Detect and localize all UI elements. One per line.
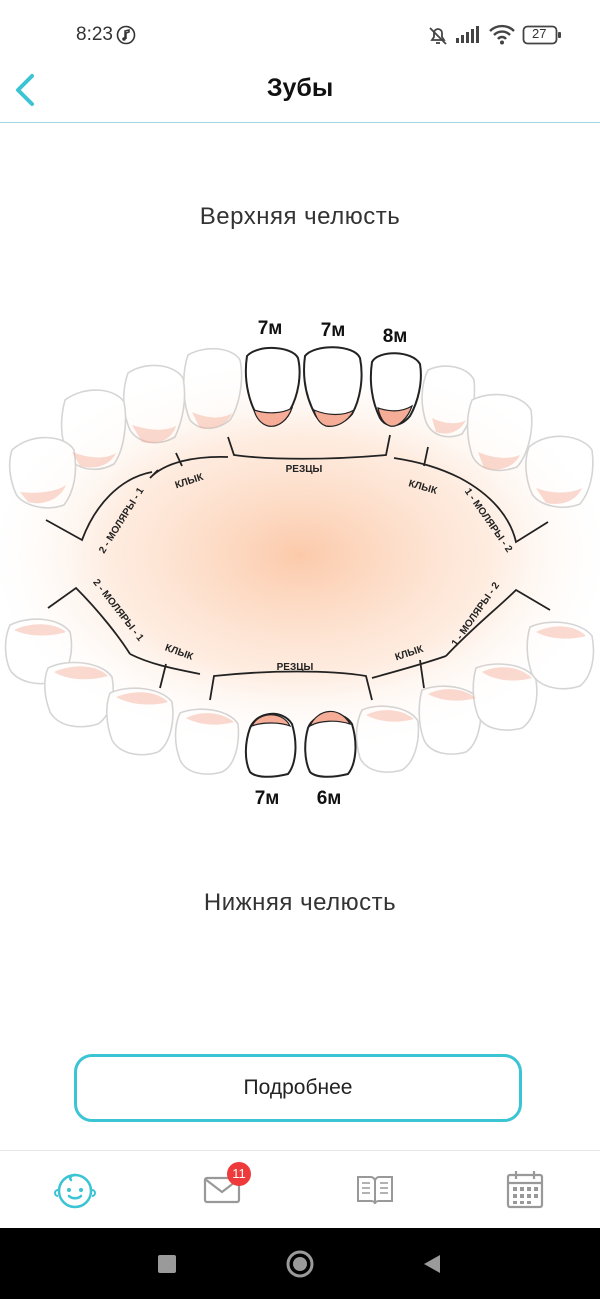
jaw-group-brackets — [45, 434, 551, 701]
recent-apps-button[interactable] — [156, 1253, 178, 1275]
status-bar: 8:23 27 — [0, 0, 600, 68]
more-details-label: Подробнее — [243, 1076, 353, 1099]
status-time: 8:23 — [76, 24, 113, 45]
lower-erupted-gums — [250, 710, 352, 728]
upper-tooth-3 — [369, 352, 422, 427]
book-icon — [357, 1176, 393, 1205]
lower-incisors-label: РЕЗЦЫ — [277, 662, 314, 673]
faded-teeth — [4, 347, 595, 775]
battery-icon — [522, 25, 561, 45]
app-header: Зубы — [0, 68, 600, 123]
signal-icon — [456, 26, 479, 43]
page-title: Зубы — [266, 74, 334, 102]
tab-calendar[interactable] — [500, 1165, 550, 1215]
lower-tooth-1 — [244, 713, 297, 778]
tab-journal[interactable] — [350, 1165, 400, 1215]
calendar-icon — [506, 1171, 544, 1209]
upper-tooth-3-age: 8м — [383, 326, 408, 347]
upper-incisors-label: РЕЗЦЫ — [286, 464, 323, 475]
messages-badge: 11 — [227, 1162, 251, 1186]
faded-gums — [14, 412, 586, 725]
upper-tooth-2-age: 7м — [321, 320, 346, 341]
home-button[interactable] — [284, 1248, 316, 1280]
mute-bell-icon — [429, 27, 447, 45]
music-note-icon — [116, 25, 136, 45]
upper-erupted-gums — [253, 404, 414, 427]
battery-level: 27 — [532, 26, 547, 41]
lower-jaw-label: Нижняя челюсть — [203, 889, 397, 916]
more-details-button[interactable]: Подробнее — [74, 1054, 522, 1122]
wifi-icon — [489, 24, 515, 45]
system-nav-bar — [0, 1228, 600, 1299]
back-button[interactable] — [8, 70, 48, 110]
teeth-diagram: 7м 7м 8м 7м 6м РЕЗЦЫ КЛЫК КЛЫК 2 - МОЛЯР… — [0, 318, 600, 809]
upper-jaw-label: Верхняя челюсть — [199, 203, 401, 230]
back-nav-button[interactable] — [420, 1252, 444, 1276]
baby-face-icon — [54, 1173, 96, 1209]
mouth-glow — [0, 355, 600, 755]
tab-baby[interactable] — [50, 1165, 100, 1215]
chevron-left-icon — [16, 74, 34, 106]
upper-tooth-1-age: 7м — [258, 318, 283, 339]
lower-erupted-teeth — [244, 712, 357, 778]
lower-tooth-2-age: 6м — [317, 788, 342, 809]
bottom-tab-bar — [0, 1150, 600, 1229]
lower-tooth-1-age: 7м — [255, 788, 280, 809]
